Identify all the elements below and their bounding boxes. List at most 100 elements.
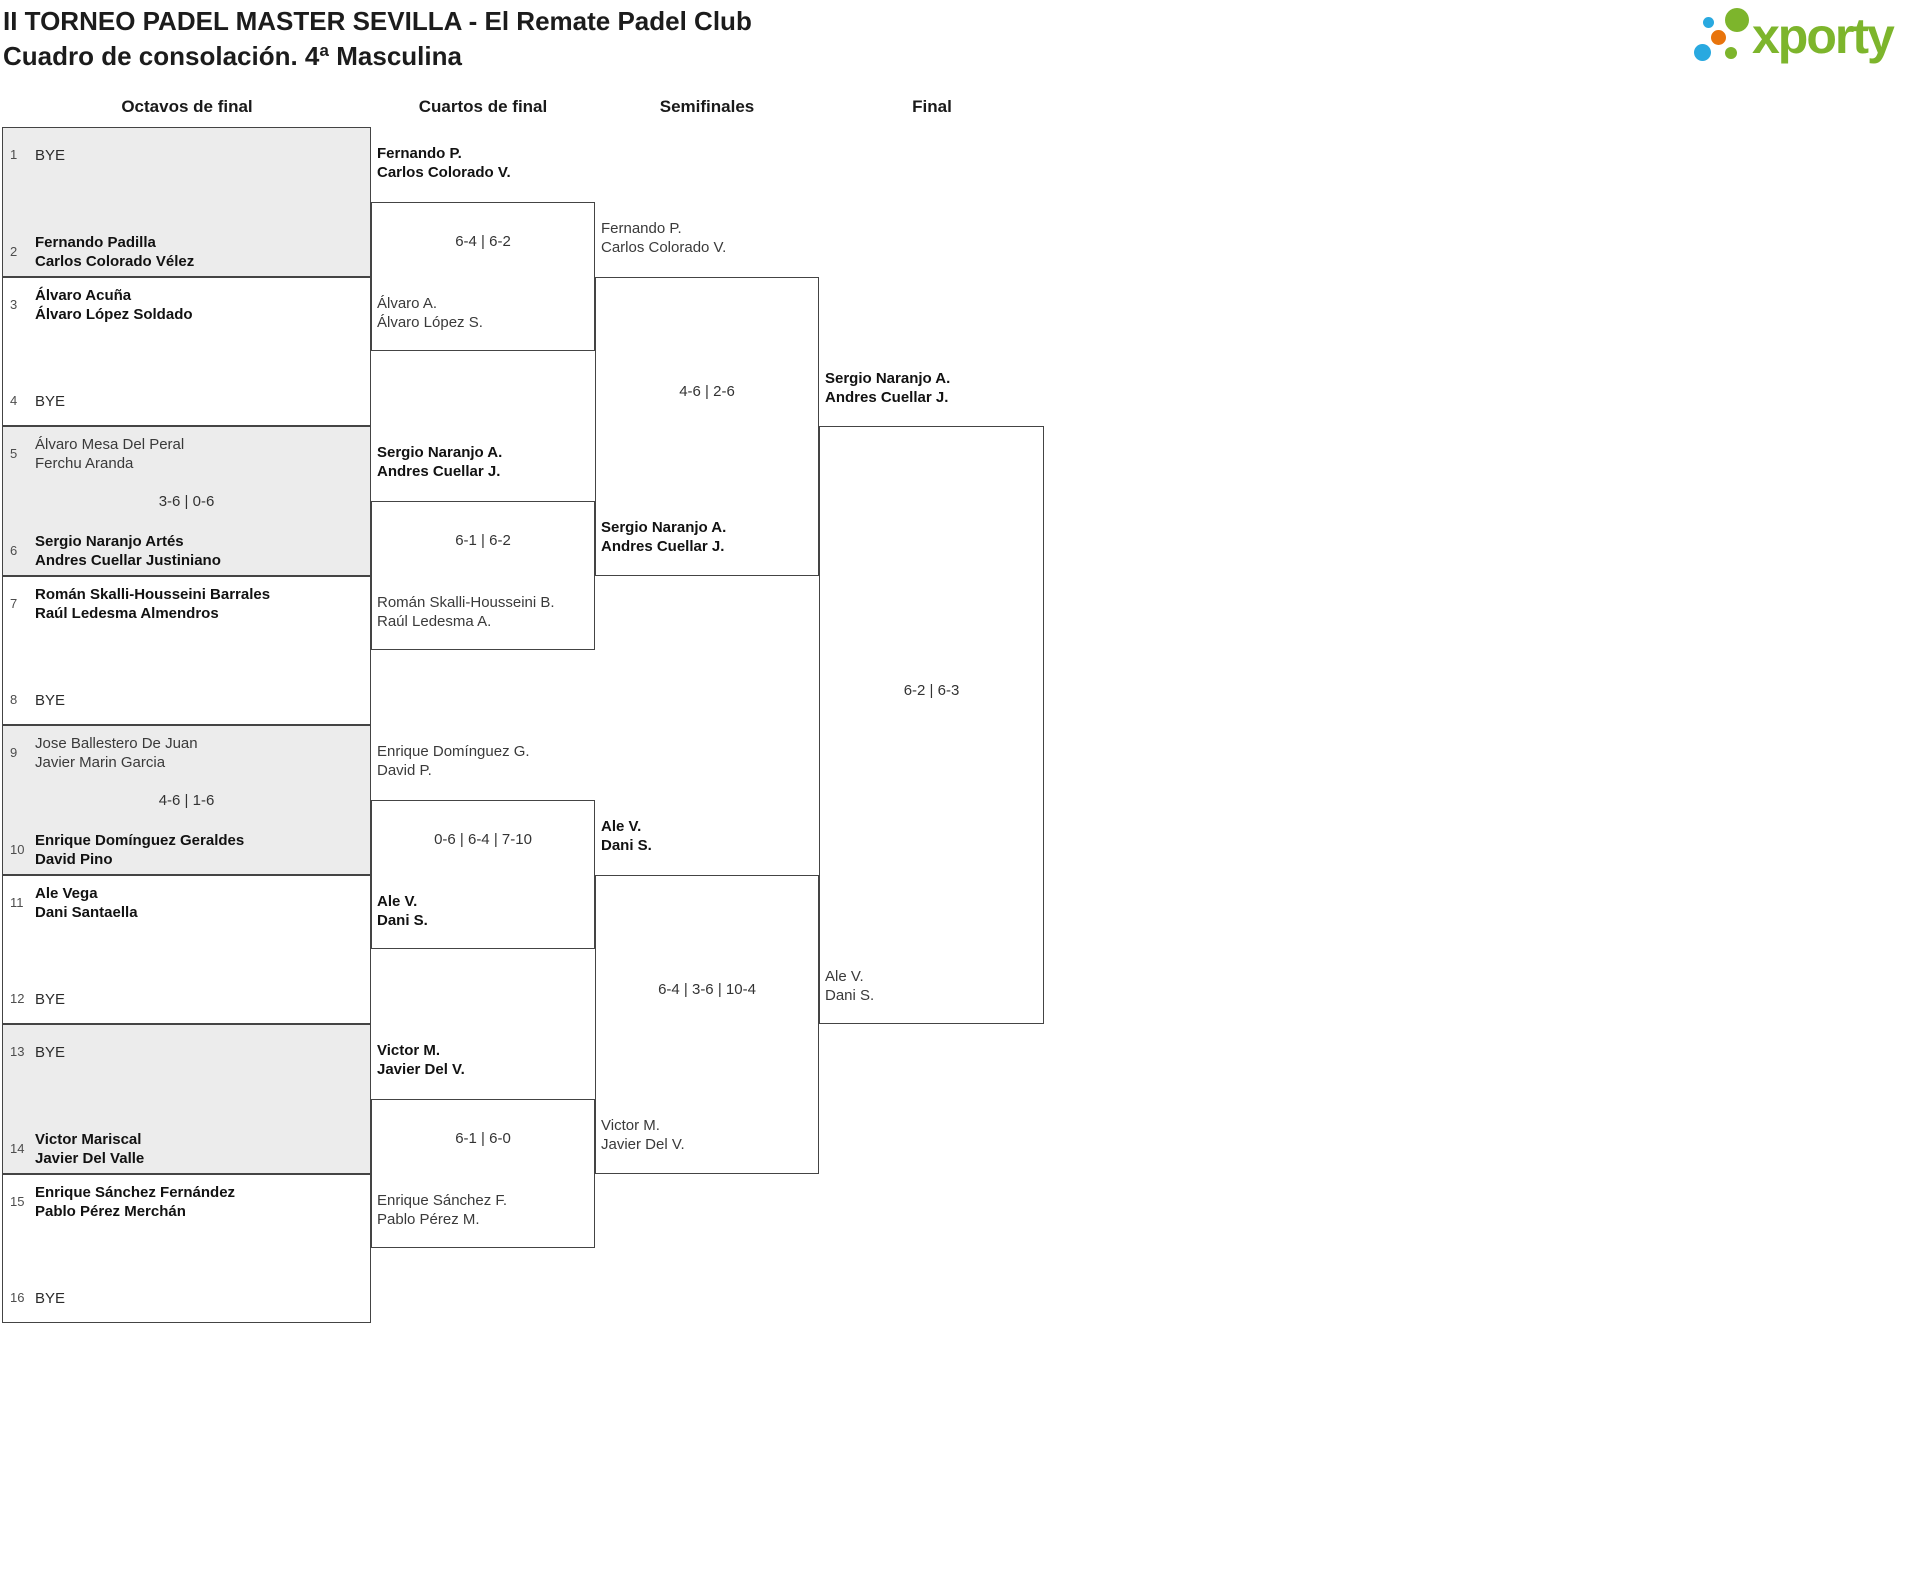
page-title: II TORNEO PADEL MASTER SEVILLA - El Rema… <box>3 6 752 36</box>
player-name: Álvaro López S. <box>377 313 483 331</box>
bye-label: BYE <box>35 1043 66 1061</box>
logo-wordmark: xporty <box>1752 8 1895 64</box>
advancing-team: Enrique Sánchez F.Pablo Pérez M. <box>377 1191 589 1229</box>
semifinal-match-box[interactable] <box>595 276 819 576</box>
match-score: 6-1 | 6-2 <box>455 532 511 549</box>
advancing-team: Enrique Domínguez G.David P. <box>377 742 589 780</box>
player-name: Enrique Domínguez Geraldes <box>35 831 245 849</box>
bye-label: BYE <box>35 392 66 410</box>
seed-label: 1 <box>10 147 18 162</box>
advancing-team: Ale V.Dani S. <box>601 817 813 855</box>
advancing-team: Fernando P.Carlos Colorado V. <box>377 144 589 182</box>
player-name: Javier Del Valle <box>35 1149 145 1167</box>
seed-label: 13 <box>10 1044 25 1059</box>
player-name: Andres Cuellar J. <box>601 538 725 555</box>
player-name: Andres Cuellar Justiniano <box>35 551 221 569</box>
player-name: Javier Del V. <box>377 1061 465 1079</box>
match-score: 0-6 | 6-4 | 7-10 <box>434 831 532 848</box>
match-score: 3-6 | 0-6 <box>158 493 215 510</box>
quarterfinal-match-box[interactable] <box>371 201 595 352</box>
player-name: Pablo Pérez Merchán <box>35 1202 186 1220</box>
match-slot-bottom: 8 BYE <box>10 681 366 719</box>
player-name: Carlos Colorado Vélez <box>35 252 195 270</box>
advancing-team: Román Skalli-Housseini B.Raúl Ledesma A. <box>377 593 589 631</box>
player-name: Pablo Pérez M. <box>377 1210 480 1228</box>
player-name: Ale V. <box>377 892 418 910</box>
player-name: Enrique Sánchez Fernández <box>35 1183 236 1201</box>
advancing-team: Sergio Naranjo A. Andres Cuellar J. <box>601 518 813 556</box>
final-match-box[interactable] <box>819 426 1044 1024</box>
player-name: Raúl Ledesma A. <box>377 612 492 630</box>
player-name: Ale V. <box>825 967 864 985</box>
match-score: 6-4 | 3-6 | 10-4 <box>658 980 756 998</box>
advancing-team: Sergio Naranjo A.Andres Cuellar J. <box>377 443 589 481</box>
player-name: Carlos Colorado V. <box>601 239 727 256</box>
xporty-logo[interactable]: xporty <box>1690 0 1918 78</box>
round-header-cuartos: Cuartos de final <box>418 97 548 116</box>
player-name: Fernando P. <box>601 220 682 237</box>
logo-dot-green-small <box>1725 47 1737 59</box>
bye-label: BYE <box>35 990 66 1008</box>
player-name: Javier Marin Garcia <box>35 754 166 771</box>
seed-label: 8 <box>10 692 18 707</box>
player-name: Sergio Naranjo A. <box>601 519 727 536</box>
player-name: Sergio Naranjo Artés <box>35 532 184 550</box>
player-name: Ale Vega <box>35 884 98 902</box>
quarterfinal-match-box[interactable] <box>371 500 595 651</box>
seed-label: 9 <box>10 745 18 760</box>
player-name: Enrique Domínguez G. <box>377 743 530 761</box>
quarterfinal-match-box[interactable] <box>371 1098 595 1249</box>
player-name: Javier Del V. <box>601 1136 685 1153</box>
quarterfinal-match-box[interactable] <box>371 799 595 950</box>
player-name: David Pino <box>35 850 113 868</box>
match-score: 6-2 | 6-3 <box>903 681 960 699</box>
player-name: Andres Cuellar J. <box>825 388 949 406</box>
player-name: Ferchu Aranda <box>35 455 134 472</box>
bye-label: BYE <box>35 691 66 709</box>
logo-dot-blue-small <box>1703 17 1714 28</box>
page-subtitle: Cuadro de consolación. 4ª Masculina <box>3 41 462 71</box>
advancing-team: Ale V.Dani S. <box>825 967 1038 1005</box>
semifinal-match-box[interactable] <box>595 874 819 1174</box>
player-name: Dani S. <box>825 986 875 1004</box>
player-name: Dani S. <box>377 911 428 929</box>
player-name: Raúl Ledesma Almendros <box>35 604 219 622</box>
player-name: Sergio Naranjo A. <box>377 444 503 462</box>
match-score: 6-1 | 6-0 <box>455 1130 511 1147</box>
round-header-semifinales: Semifinales <box>659 97 755 116</box>
seed-label: 11 <box>10 894 24 910</box>
seed-label: 5 <box>10 446 18 461</box>
player-name: Álvaro Mesa Del Peral <box>35 436 185 453</box>
advancing-team: Sergio Naranjo A.Andres Cuellar J. <box>825 369 1038 407</box>
player-name: Álvaro A. <box>377 294 438 312</box>
player-name: Álvaro Acuña <box>35 286 132 304</box>
player-name: David P. <box>377 762 432 780</box>
player-name: Fernando P. <box>377 145 462 163</box>
match-score: 4-6 | 2-6 <box>679 382 735 400</box>
